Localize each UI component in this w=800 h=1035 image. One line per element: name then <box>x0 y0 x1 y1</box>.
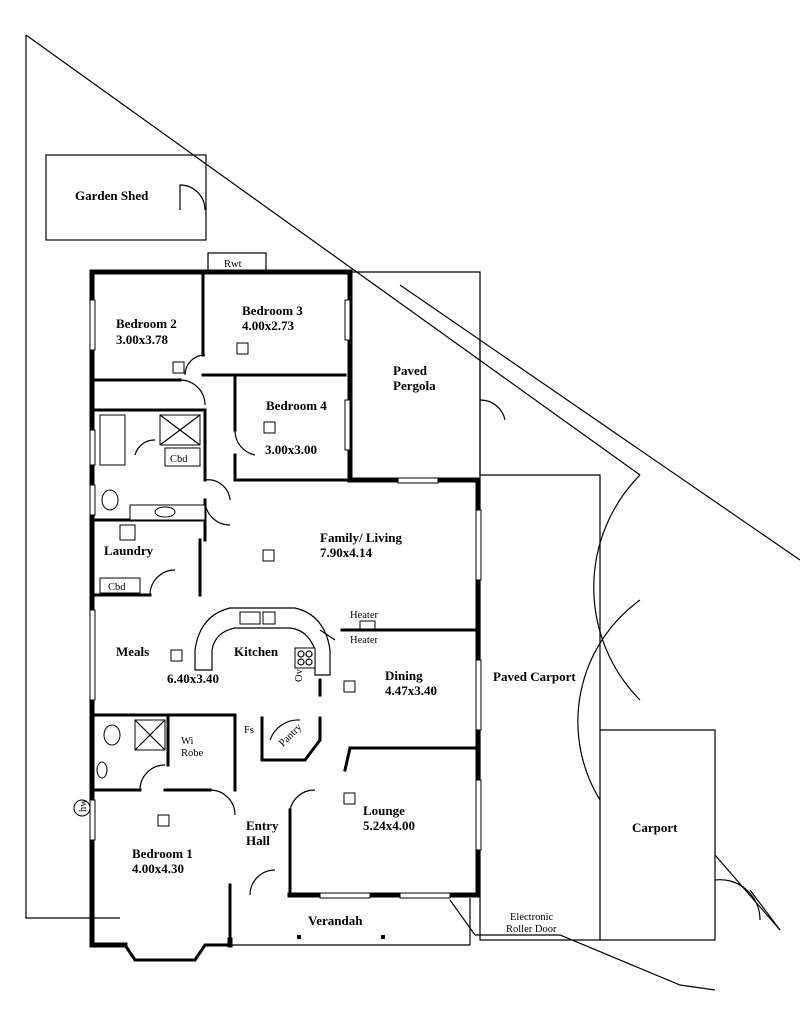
cbd-bath-label: Cbd <box>170 454 188 465</box>
family-living-size: 7.90x4.14 <box>320 545 373 560</box>
roller-door-label-1: Electronic <box>510 912 553 923</box>
bay-window <box>90 943 232 962</box>
lounge-name: Lounge <box>363 803 405 818</box>
laundry-label: Laundry <box>104 543 154 558</box>
windows <box>89 299 482 899</box>
entry-hall-label-2: Hall <box>246 833 270 848</box>
bedroom3-name: Bedroom 3 <box>242 303 303 318</box>
kitchen-size: 6.40x3.40 <box>167 671 219 686</box>
roller-door-label-2: Roller Door <box>506 924 557 935</box>
bathroom-fixtures: Cbd Cbd <box>96 414 206 779</box>
dining-name: Dining <box>385 668 423 683</box>
dining-size: 4.47x3.40 <box>385 683 437 698</box>
bedroom3-size: 4.00x2.73 <box>242 318 295 333</box>
site-boundary <box>25 34 800 991</box>
heater-bottom-label: Heater <box>350 635 378 646</box>
pantry: Pantry Fs <box>244 716 322 762</box>
meals-label: Meals <box>116 644 149 659</box>
hot-water-unit: hw <box>73 799 91 817</box>
garden-shed: Garden Shed <box>45 154 207 241</box>
entry-hall-label-1: Entry <box>246 818 279 833</box>
room-labels: Bedroom 2 3.00x3.78 Bedroom 3 4.00x2.73 … <box>104 303 678 935</box>
paved-carport-label: Paved Carport <box>493 669 576 684</box>
outdoor-structures <box>350 271 781 941</box>
lounge-size: 5.24x4.00 <box>363 818 415 833</box>
heater-top-label: Heater <box>350 610 378 621</box>
door-swings <box>134 354 316 896</box>
bedroom4-size: 3.00x3.00 <box>265 442 317 457</box>
cbd-laundry-label: Cbd <box>108 582 126 593</box>
garden-shed-label: Garden Shed <box>75 188 149 203</box>
bedroom1-size: 4.00x4.30 <box>132 861 184 876</box>
carport-label: Carport <box>632 820 678 835</box>
verandah-label: Verandah <box>308 913 363 928</box>
bedroom1-name: Bedroom 1 <box>132 846 193 861</box>
oven-label: Ov <box>294 668 305 682</box>
paved-pergola-label-1: Paved <box>393 363 428 378</box>
rwt-label: Rwt <box>224 259 242 270</box>
verandah: Verandah <box>230 898 471 946</box>
family-living-name: Family/ Living <box>320 530 402 545</box>
paved-pergola-label-2: Pergola <box>393 378 436 393</box>
wi-robe-label-1: Wi <box>181 736 193 747</box>
bedroom2-size: 3.00x3.78 <box>116 332 169 347</box>
bedroom4-name: Bedroom 4 <box>266 398 327 413</box>
fs-label: Fs <box>244 725 254 736</box>
kitchen-counters <box>194 607 376 676</box>
floor-vents <box>157 342 356 827</box>
hw-label: hw <box>78 799 89 812</box>
bedroom2-name: Bedroom 2 <box>116 316 177 331</box>
kitchen-name: Kitchen <box>234 644 279 659</box>
wi-robe-label-2: Robe <box>181 748 204 759</box>
